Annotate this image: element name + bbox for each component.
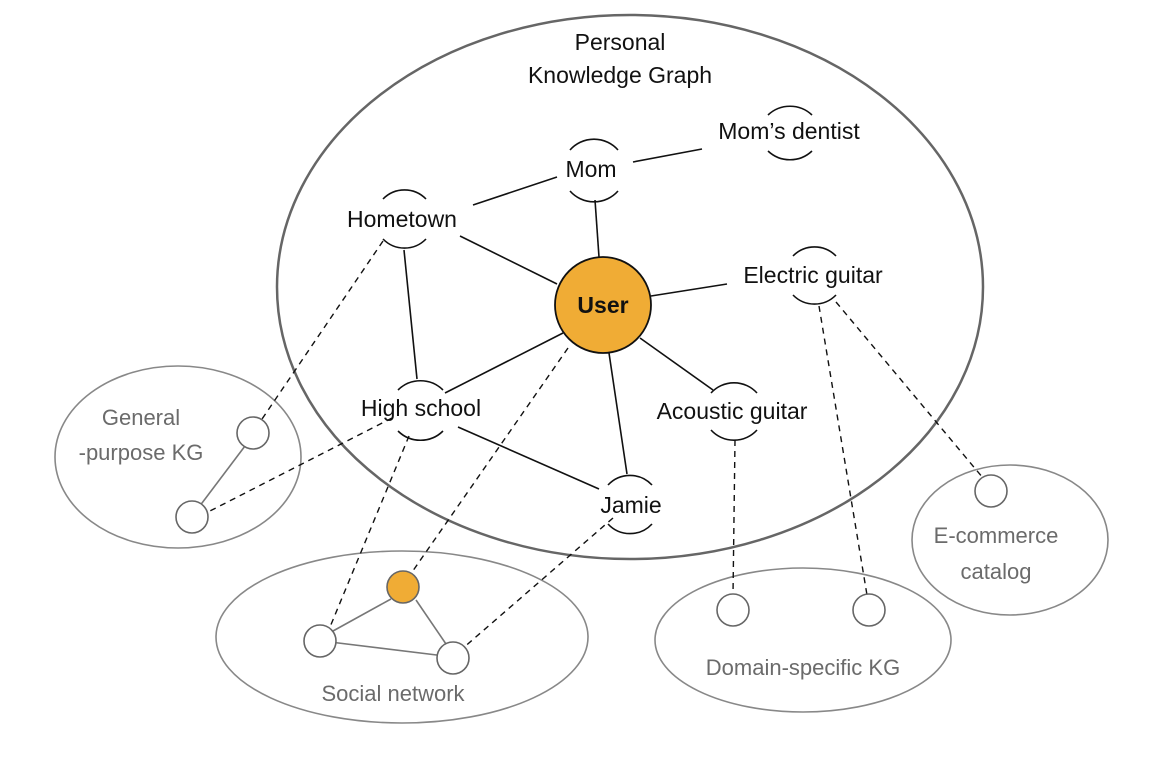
node-label-mom: Mom xyxy=(565,156,616,182)
external-nodes xyxy=(175,416,1008,675)
hometown-node-circle xyxy=(382,189,427,249)
user-node xyxy=(554,256,652,354)
diagram-title-line2: Knowledge Graph xyxy=(528,62,712,88)
domain-kg-node-1 xyxy=(716,593,750,627)
general-kg-node-1 xyxy=(236,416,270,450)
general-kg-edge xyxy=(198,445,246,508)
social-network-label: Social network xyxy=(321,681,465,706)
general-kg-label-line2: -purpose KG xyxy=(79,440,204,465)
social-node-left xyxy=(303,624,337,658)
node-label-jamie: Jamie xyxy=(600,492,661,518)
node-label-hometown: Hometown xyxy=(347,206,457,232)
node-label-acoustic-guitar: Acoustic guitar xyxy=(657,398,808,424)
cross-graph-links xyxy=(207,240,984,650)
general-kg-boundary xyxy=(54,365,302,549)
ecommerce-boundary xyxy=(911,464,1109,616)
moms-dentist-node-circle xyxy=(767,105,813,161)
mom-node-circle xyxy=(569,138,619,203)
general-kg-node-2 xyxy=(175,500,209,534)
personal-kg-edges xyxy=(403,148,728,490)
electric-guitar-node-circle xyxy=(792,246,837,305)
diagram-title-line1: Personal xyxy=(575,29,666,55)
node-label-high-school: High school xyxy=(361,395,481,421)
acoustic-guitar-node-circle xyxy=(710,381,758,442)
node-label-user: User xyxy=(577,292,628,318)
social-node-right xyxy=(436,641,470,675)
social-network-boundary xyxy=(215,550,589,724)
node-label-electric-guitar: Electric guitar xyxy=(743,262,883,288)
domain-kg-node-2 xyxy=(852,593,886,627)
high-school-node-circle xyxy=(397,380,444,441)
node-label-moms-dentist: Mom’s dentist xyxy=(718,118,860,144)
general-kg-label-line1: General xyxy=(102,405,180,430)
ecommerce-node xyxy=(974,474,1008,508)
personal-kg-boundary xyxy=(275,13,985,561)
domain-kg-boundary xyxy=(654,567,952,713)
domain-kg-label: Domain-specific KG xyxy=(706,655,900,680)
jamie-node-circle xyxy=(607,474,653,535)
social-network-edges xyxy=(321,598,454,658)
social-user-node xyxy=(386,570,420,604)
ecommerce-label-line2: catalog xyxy=(961,559,1032,584)
node-outlines xyxy=(382,105,837,535)
ecommerce-label-line1: E-commerce xyxy=(934,523,1059,548)
